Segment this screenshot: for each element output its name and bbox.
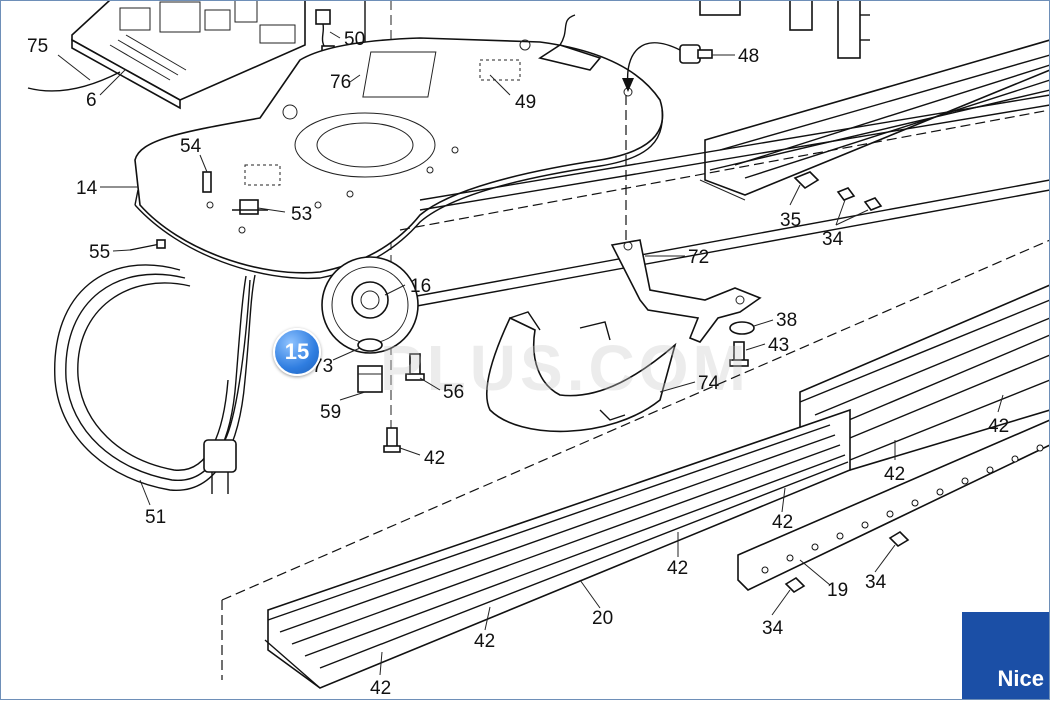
control-board [27, 0, 306, 110]
label-34-lower: 34 [762, 618, 784, 639]
label-34-upper: 34 [822, 229, 844, 250]
label-6: 6 [86, 90, 97, 111]
arrow-head [622, 78, 634, 92]
label-51: 51 [145, 507, 166, 528]
nut-group-lower [784, 530, 910, 594]
bolt-part-43 [729, 341, 749, 367]
label-42-rail-b: 42 [667, 558, 688, 579]
label-38: 38 [776, 310, 797, 331]
label-42-rail-d: 42 [370, 678, 391, 699]
leader-lines [57, 31, 1004, 676]
label-49: 49 [515, 92, 536, 113]
highlight-badge[interactable]: 15 [273, 328, 321, 376]
label-42-right: 42 [988, 416, 1009, 437]
label-14: 14 [76, 178, 98, 199]
chain-lines [394, 94, 1050, 311]
label-20: 20 [592, 608, 613, 629]
label-42-rail-c: 42 [474, 631, 495, 652]
label-35: 35 [780, 210, 801, 231]
pin-part-54 [202, 171, 212, 193]
label-42-center: 42 [424, 448, 445, 469]
joining-plate-19 [737, 419, 1050, 591]
label-75: 75 [27, 36, 48, 57]
top-bracket [699, 0, 870, 59]
label-16: 16 [410, 276, 431, 297]
screw-part-42-center [383, 427, 401, 453]
label-48: 48 [738, 46, 759, 67]
screw-part-55 [129, 239, 166, 251]
label-59: 59 [320, 402, 341, 423]
sprocket-part-16 [321, 256, 419, 354]
nut-group-upper [793, 171, 883, 211]
label-72: 72 [688, 247, 709, 268]
lower-rail-right [799, 284, 1050, 471]
washer-part-73 [357, 338, 383, 352]
washer-part-38 [729, 321, 755, 335]
motor-housing-plate [134, 14, 664, 280]
lower-rail-main [264, 408, 851, 689]
label-53: 53 [291, 204, 312, 225]
label-76: 76 [330, 72, 351, 93]
insertion-arrow [626, 42, 681, 86]
label-55: 55 [89, 242, 110, 263]
screw-part-56 [405, 353, 425, 381]
label-56: 56 [443, 382, 464, 403]
label-43: 43 [768, 335, 789, 356]
rail-guide-dashes [221, 109, 1050, 680]
mounting-strap-74 [486, 311, 677, 433]
label-42-mid-right: 42 [884, 464, 905, 485]
label-54: 54 [180, 136, 202, 157]
label-42-rail-a: 42 [772, 512, 793, 533]
label-34-right: 34 [865, 572, 887, 593]
part-labels: 75 6 50 76 49 48 54 14 53 55 35 34 16 72… [27, 29, 1009, 699]
power-cable [54, 264, 256, 494]
watermark: PLUS.COM [380, 332, 750, 404]
label-19: 19 [827, 580, 848, 601]
label-50: 50 [344, 29, 365, 50]
label-74: 74 [698, 373, 720, 394]
sensor-part-53 [232, 199, 268, 215]
bracket-part-72 [610, 239, 762, 343]
nut-part-59 [357, 365, 383, 393]
clip-part-48 [679, 44, 713, 64]
brand-logo: Nice [962, 612, 1050, 700]
